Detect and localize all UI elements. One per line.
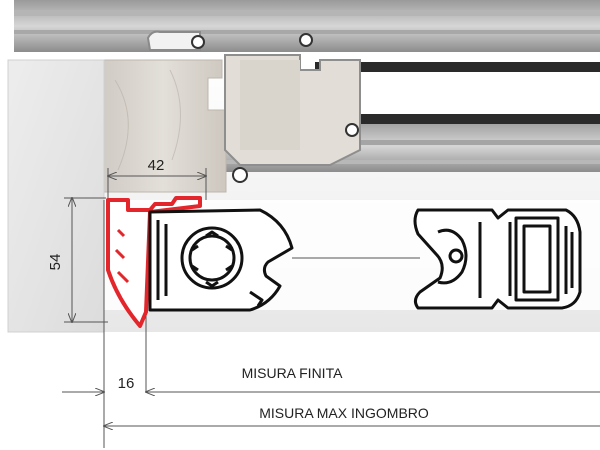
wall-section xyxy=(8,60,104,332)
red-cover-profile xyxy=(106,196,202,328)
wooden-frame xyxy=(99,30,361,193)
shutter-guide-profile xyxy=(148,208,294,312)
max-size-label: MISURA MAX INGOMBRO xyxy=(259,405,429,421)
glass-pane xyxy=(315,62,600,124)
finished-size-label: MISURA FINITA xyxy=(242,365,344,381)
connector-profile xyxy=(413,208,582,310)
width-dimension-label: 42 xyxy=(148,157,165,174)
height-dimension-label: 54 xyxy=(47,254,64,271)
dimension-lines xyxy=(62,168,600,448)
gap-dimension-label: 16 xyxy=(118,375,135,392)
window-frame-profile xyxy=(14,0,600,172)
